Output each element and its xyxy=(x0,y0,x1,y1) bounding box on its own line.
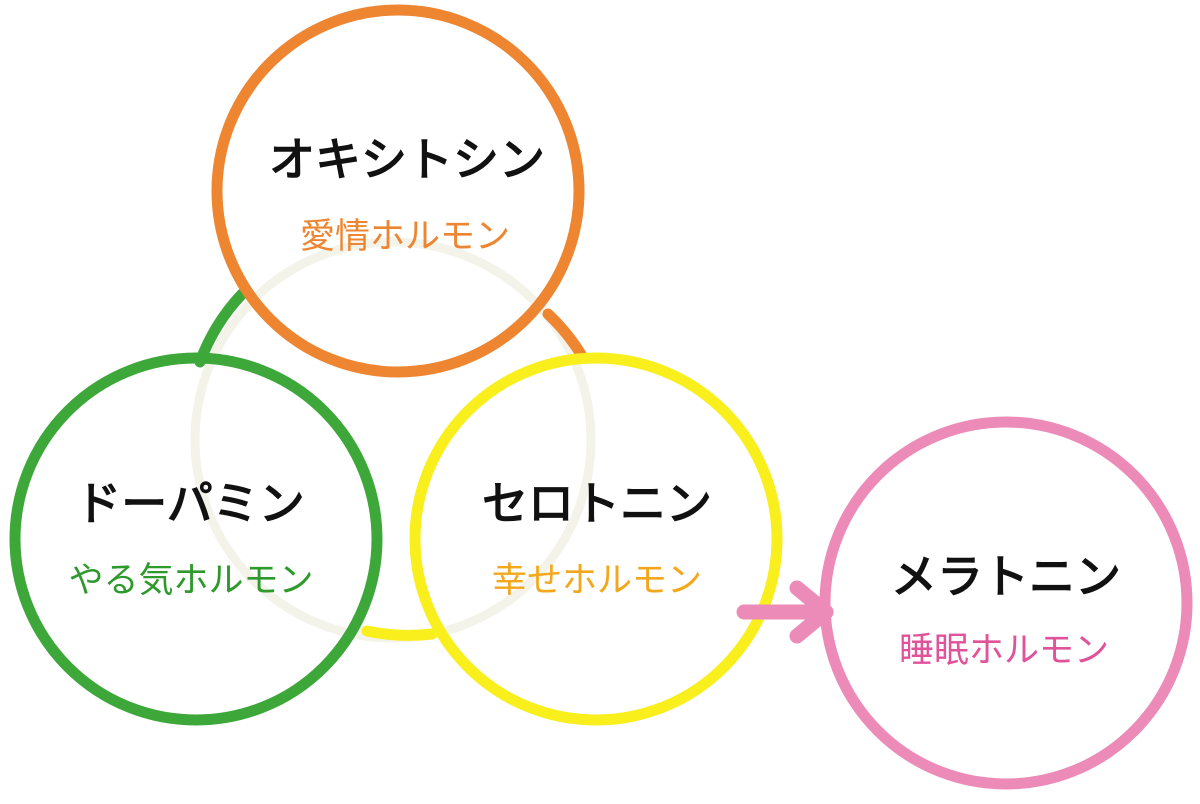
circle-dopamine xyxy=(9,352,383,726)
title-dopamine: ドーパミン xyxy=(75,477,305,531)
node-oxytocin: オキシトシン 愛情ホルモン xyxy=(211,4,585,378)
circle-serotonin xyxy=(409,352,783,726)
node-melatonin: メラトニン 睡眠ホルモン xyxy=(819,416,1193,790)
subtitle-serotonin: 幸せホルモン xyxy=(492,561,702,601)
circle-oxytocin xyxy=(211,4,585,378)
circle-melatonin xyxy=(819,416,1193,790)
title-oxytocin: オキシトシン xyxy=(269,133,545,187)
node-serotonin: セロトニン 幸せホルモン xyxy=(409,352,783,726)
title-melatonin: メラトニン xyxy=(891,550,1121,604)
title-serotonin: セロトニン xyxy=(482,477,712,531)
subtitle-oxytocin: 愛情ホルモン xyxy=(300,217,510,257)
node-dopamine: ドーパミン やる気ホルモン xyxy=(9,352,383,726)
connecting-arc-green xyxy=(194,288,248,368)
connecting-arc-yellow xyxy=(361,625,438,641)
subtitle-melatonin: 睡眠ホルモン xyxy=(899,631,1109,671)
subtitle-dopamine: やる気ホルモン xyxy=(68,561,313,601)
